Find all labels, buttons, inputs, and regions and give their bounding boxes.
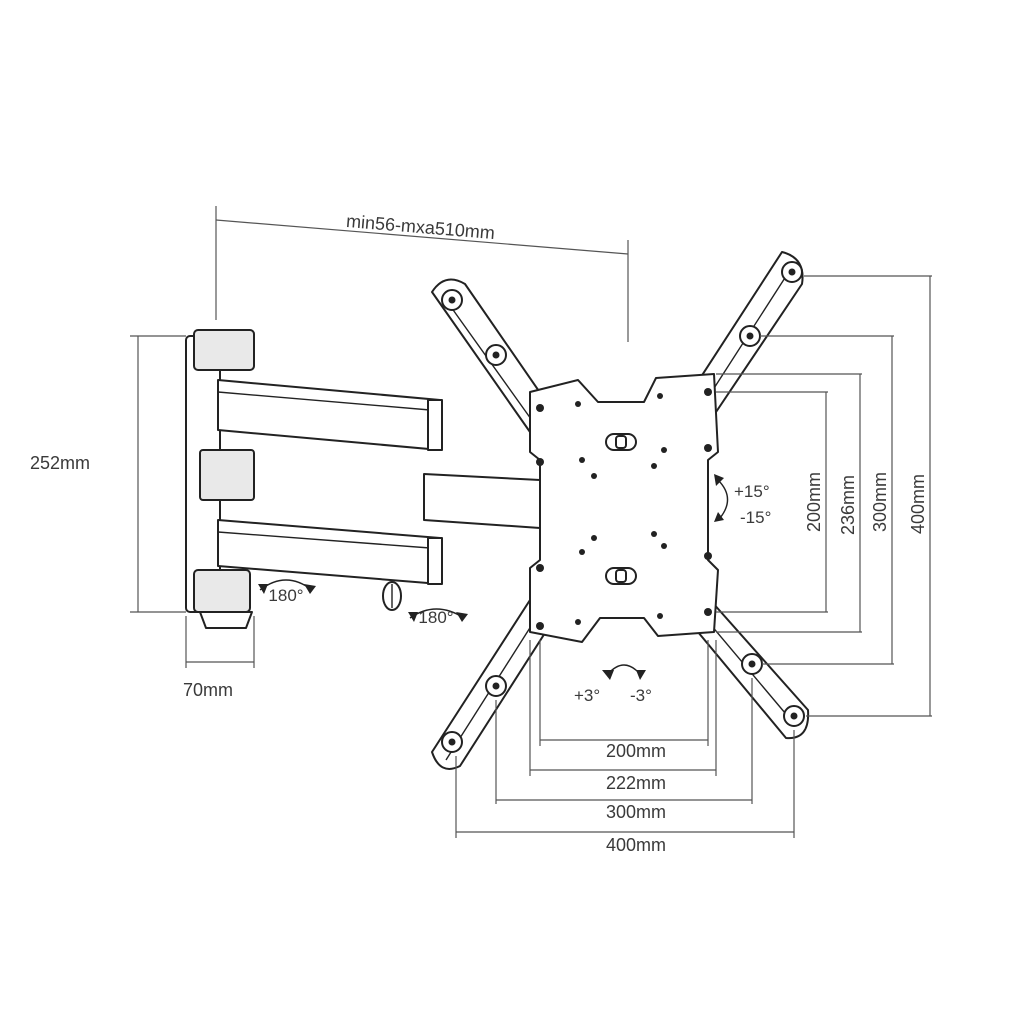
level-minus-angle-label: -3° <box>630 686 652 705</box>
vesa-vertical-400-label: 400mm <box>908 474 928 534</box>
vesa-vertical-200-label: 200mm <box>804 472 824 532</box>
tilt-down-angle-label: -15° <box>740 508 771 527</box>
arm-extension-label: min56-mxa510mm <box>345 211 495 243</box>
tilt-arrow-icon <box>717 479 729 519</box>
vesa-horizontal-300-label: 300mm <box>606 802 666 822</box>
wall-plate-height-label: 252mm <box>30 453 90 473</box>
vesa-mounting-plate <box>529 373 719 643</box>
swivel-wall-angle-label: 180° <box>268 586 303 605</box>
articulating-arm <box>217 379 541 611</box>
swivel-arm-angle-label: 180° <box>418 608 453 627</box>
vesa-vertical-236-label: 236mm <box>838 475 858 535</box>
arm-mounting-holes <box>441 261 805 753</box>
dimension-lines <box>130 206 932 838</box>
angle-labels: 180° 180° +15° -15° +3° -3° <box>268 482 771 705</box>
vesa-vertical-300-label: 300mm <box>870 472 890 532</box>
tilt-up-angle-label: +15° <box>734 482 770 501</box>
rotation-arrows <box>258 474 729 680</box>
vesa-horizontal-400-label: 400mm <box>606 835 666 855</box>
wall-plate-width-label: 70mm <box>183 680 233 700</box>
level-plus-angle-label: +3° <box>574 686 600 705</box>
vesa-horizontal-222-label: 222mm <box>606 773 666 793</box>
wall-plate <box>185 329 255 629</box>
vesa-horizontal-200-label: 200mm <box>606 741 666 761</box>
